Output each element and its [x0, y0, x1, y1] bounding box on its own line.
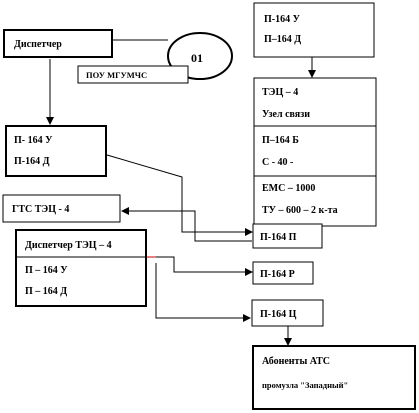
p164p-label: П-164 П: [260, 232, 297, 243]
top-right-line1: П-164 У: [264, 14, 301, 25]
p164r-box: [252, 261, 314, 285]
left-mid-line2: П-164 Д: [14, 156, 50, 167]
connector-p164p-gts: [121, 207, 252, 242]
tec-line6: ТУ – 600 – 2 к-та: [262, 205, 338, 216]
disp-tec-line2: П – 164 У: [25, 265, 68, 276]
connector-disptec-p164c: [155, 263, 251, 322]
pou-box: [77, 65, 189, 84]
tec-line5: ЕМС – 1000: [262, 183, 315, 194]
tec-line3: П–164 Б: [262, 135, 299, 146]
connector-disptec-p164r: [150, 256, 253, 276]
left-mid-line1: П- 164 У: [14, 135, 53, 146]
left-mid-box: [5, 125, 107, 177]
p164p-box: [252, 223, 323, 249]
connector-leftmid-p164p: [106, 154, 253, 236]
dispatcher-label: Диспетчер: [14, 39, 62, 50]
pou-label: ПОУ МГУМЧС: [86, 70, 147, 80]
disp-tec-line3: П – 164 Д: [25, 286, 67, 297]
abon-line2: промузла "Западный": [262, 380, 348, 390]
abonents-box: [252, 345, 416, 410]
tec-box: [253, 77, 377, 227]
gts-box: [2, 194, 121, 223]
tec-line1: ТЭЦ – 4: [262, 87, 298, 98]
top-right-line2: П–164 Д: [264, 34, 301, 45]
gts-label: ГТС ТЭЦ - 4: [12, 204, 69, 215]
tec-line2: Узел связи: [262, 109, 310, 120]
p164r-label: П-164 Р: [260, 269, 295, 280]
p164c-box: [251, 299, 324, 327]
tec-line4: С - 40 -: [262, 157, 293, 168]
circle-label: 01: [191, 51, 203, 65]
top-right-box: [253, 2, 375, 58]
disp-tec-box: [15, 229, 147, 307]
dispatcher-box: [3, 29, 113, 58]
abon-line1: Абоненты АТС: [262, 356, 330, 367]
disp-tec-line1: Диспетчер ТЭЦ – 4: [25, 240, 112, 251]
p164c-label: П-164 Ц: [260, 309, 297, 320]
